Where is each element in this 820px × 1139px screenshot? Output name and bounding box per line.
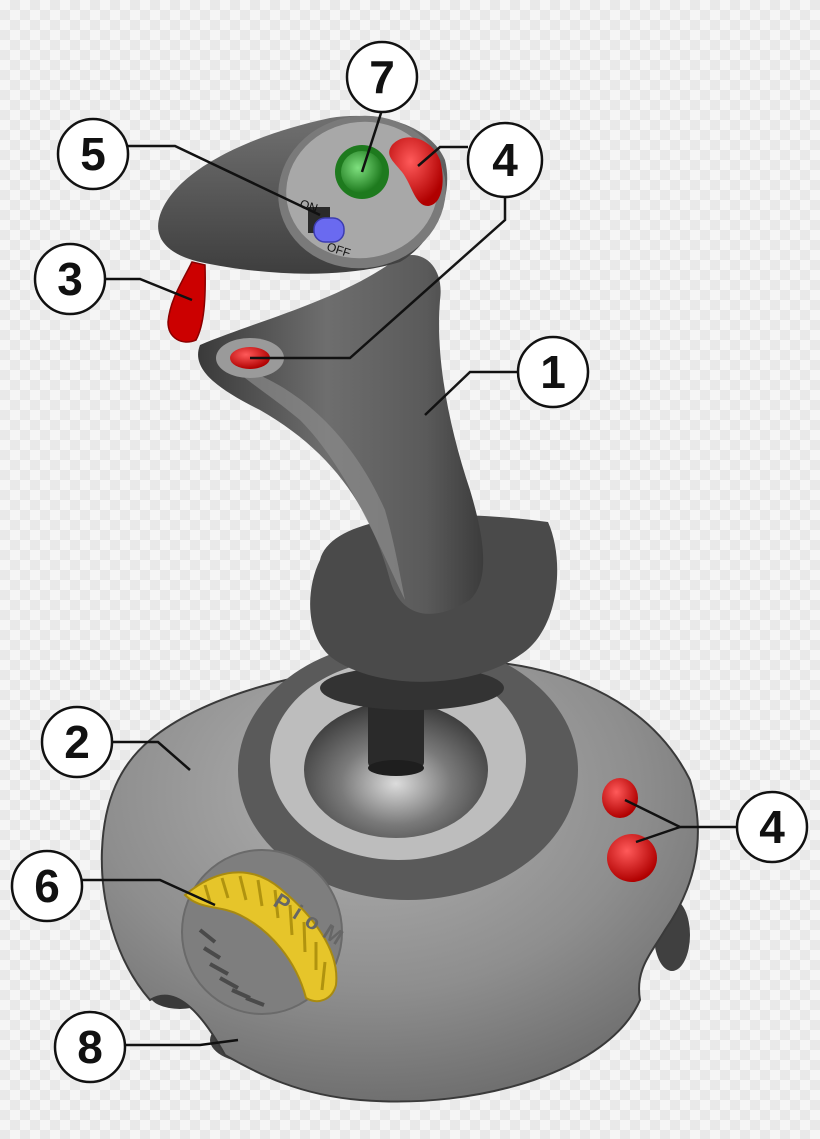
callout-number: 6 <box>34 860 60 912</box>
leader-4a <box>417 145 468 167</box>
leader-8 <box>124 1038 239 1047</box>
leader-7 <box>360 109 384 173</box>
callout-circle <box>10 849 84 923</box>
callout-number: 7 <box>369 51 395 103</box>
callout-circle <box>53 1010 127 1084</box>
grip-handle[interactable] <box>198 254 558 682</box>
callout-number: 4 <box>759 801 785 853</box>
callout-c8: 8 <box>53 1010 127 1084</box>
leader-5 <box>128 144 321 217</box>
callout-circle <box>735 790 809 864</box>
callout-circle <box>466 121 544 199</box>
callout-number: 4 <box>492 134 518 186</box>
base-red-button-lower[interactable] <box>607 834 657 882</box>
leader-6 <box>82 878 216 907</box>
leader-lines <box>82 109 738 1047</box>
grip-highlight <box>230 365 405 600</box>
callout-number: 1 <box>540 346 566 398</box>
callout-c1: 1 <box>516 335 590 409</box>
base-red-button-upper[interactable] <box>602 778 638 818</box>
callout-circle <box>345 40 419 114</box>
callout-circle <box>40 705 114 779</box>
trigger[interactable] <box>167 261 206 343</box>
callout-circle <box>56 117 130 191</box>
leader-2 <box>112 740 191 771</box>
callout-c4a: 4 <box>466 121 544 199</box>
throttle-wheel-grooves <box>203 875 327 991</box>
callout-c5: 5 <box>56 117 130 191</box>
throttle-wheel-ridges <box>198 928 265 1007</box>
callout-circle <box>516 335 590 409</box>
callout-c3: 3 <box>33 242 107 316</box>
callout-c7: 7 <box>345 40 419 114</box>
leader-4c-branch <box>635 825 681 844</box>
throttle-wheel[interactable] <box>183 871 338 1003</box>
joystick-head: ON OFF <box>158 115 448 343</box>
head-red-button[interactable] <box>389 137 443 206</box>
callout-number: 5 <box>80 128 106 180</box>
leader-3 <box>105 277 193 302</box>
callout-c6: 6 <box>10 849 84 923</box>
callout-number: 2 <box>64 716 90 768</box>
callout-circle <box>33 242 107 316</box>
switch-on-label: ON <box>298 197 319 216</box>
callout-number: 3 <box>57 253 83 305</box>
callout-number: 8 <box>77 1021 103 1073</box>
on-off-switch[interactable]: ON OFF <box>298 197 352 261</box>
callout-c2: 2 <box>40 705 114 779</box>
leader-4b <box>250 196 507 360</box>
leader-1 <box>424 370 518 416</box>
callouts: 1 2 3 4 4 5 6 7 8 <box>10 40 809 1084</box>
callout-c4c: 4 <box>735 790 809 864</box>
